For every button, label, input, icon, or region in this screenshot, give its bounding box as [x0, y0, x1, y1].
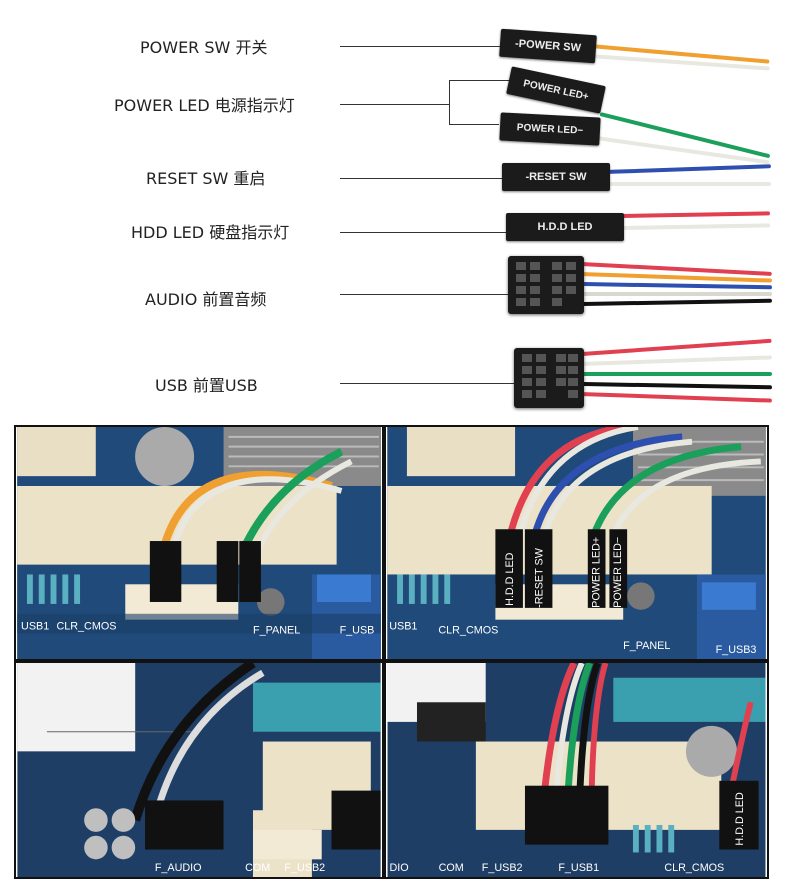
label-f-usb1-br: F_USB1	[558, 862, 599, 874]
label-f-usb: F_USB	[340, 624, 375, 636]
hdd-led-connector: H.D.D LED	[506, 213, 624, 241]
audio-label: AUDIO 前置音频	[145, 290, 267, 309]
usb-wire-red-2	[581, 392, 772, 403]
reset-sw-leader	[340, 178, 502, 179]
usb-connector	[514, 348, 584, 408]
label-com: COM	[245, 862, 270, 874]
usb-wire-black	[581, 382, 773, 390]
label-com-br: COM	[439, 862, 464, 874]
usb-leader	[340, 383, 516, 384]
power-led-leader-top	[449, 80, 511, 81]
photo-bottom-right: H.D.D LED DIO COM F_USB2 F_USB1 CLR_CMOS	[384, 661, 769, 879]
reset-sw-label: RESET SW 重启	[146, 169, 266, 188]
audio-wire-blue	[581, 282, 773, 290]
label-f-usb2-br: F_USB2	[482, 862, 523, 874]
power-sw-leader	[340, 46, 502, 47]
audio-leader	[340, 294, 510, 295]
power-led-label: POWER LED 电源指示灯	[114, 96, 295, 115]
power-led-leader-bracket	[449, 80, 450, 124]
hdd-led-tag: H.D.D LED	[504, 552, 516, 606]
label-f-panel: F_PANEL	[253, 624, 300, 636]
power-led-leader	[340, 104, 450, 105]
motherboard-photo-top-right: H.D.D LED -RESET SW POWER LED+ POWER LED…	[387, 427, 766, 659]
label-dio: DIO	[389, 862, 408, 874]
reset-sw-connector: -RESET SW	[502, 163, 610, 191]
photo-top-left: USB1 CLR_CMOS F_PANEL F_USB	[14, 425, 384, 661]
usb-label: USB 前置USB	[155, 376, 258, 395]
audio-connector	[508, 256, 584, 314]
audio-wire-black	[581, 298, 773, 306]
hdd-led-tag-br: H.D.D LED	[734, 792, 746, 846]
motherboard-photo-top-left: USB1 CLR_CMOS F_PANEL F_USB	[17, 427, 381, 659]
power-led-leader-bottom	[449, 124, 499, 125]
power-led-plus-tag: POWER LED+	[591, 537, 603, 608]
audio-pin-grid	[516, 262, 576, 306]
motherboard-photo-bottom-left: F_AUDIO COM F_USB2	[17, 663, 381, 877]
label-f-audio: F_AUDIO	[155, 862, 202, 874]
usb-wire-green	[582, 372, 772, 376]
reset-sw-tag: -RESET SW	[534, 547, 546, 608]
audio-wire-white	[582, 292, 772, 296]
photo-top-right: H.D.D LED -RESET SW POWER LED+ POWER LED…	[384, 425, 769, 661]
label-f-usb2: F_USB2	[284, 862, 325, 874]
hdd-led-wire-white	[619, 223, 771, 230]
label-usb1: USB1	[21, 621, 49, 633]
hdd-led-leader	[340, 232, 508, 233]
label-clr-cmos: CLR_CMOS	[56, 621, 116, 633]
motherboard-photo-bottom-right: H.D.D LED DIO COM F_USB2 F_USB1 CLR_CMOS	[387, 663, 766, 877]
label-f-usb3-tr: F_USB3	[716, 644, 757, 656]
usb-wire-red	[581, 338, 772, 356]
power-led-plus-connector: POWER LED+	[506, 66, 606, 114]
label-f-panel-tr: F_PANEL	[623, 640, 670, 652]
hdd-led-label: HDD LED 硬盘指示灯	[131, 223, 290, 242]
label-usb1-tr: USB1	[389, 621, 417, 633]
power-led-minus-connector: POWER LED−	[499, 112, 601, 146]
power-led-minus-tag: POWER LED−	[612, 537, 624, 608]
reset-sw-wire-blue	[605, 164, 771, 174]
hdd-led-wire-red	[619, 211, 771, 218]
usb-pin-grid	[522, 354, 578, 398]
usb-wire-white	[581, 355, 772, 366]
label-clr-cmos-tr: CLR_CMOS	[438, 624, 498, 636]
power-sw-label: POWER SW 开关	[140, 38, 268, 57]
reset-sw-wire-white	[606, 182, 771, 186]
label-clr-cmos-br: CLR_CMOS	[664, 862, 724, 874]
power-sw-connector: -POWER SW	[499, 28, 597, 64]
photo-bottom-left: F_AUDIO COM F_USB2	[14, 661, 384, 879]
